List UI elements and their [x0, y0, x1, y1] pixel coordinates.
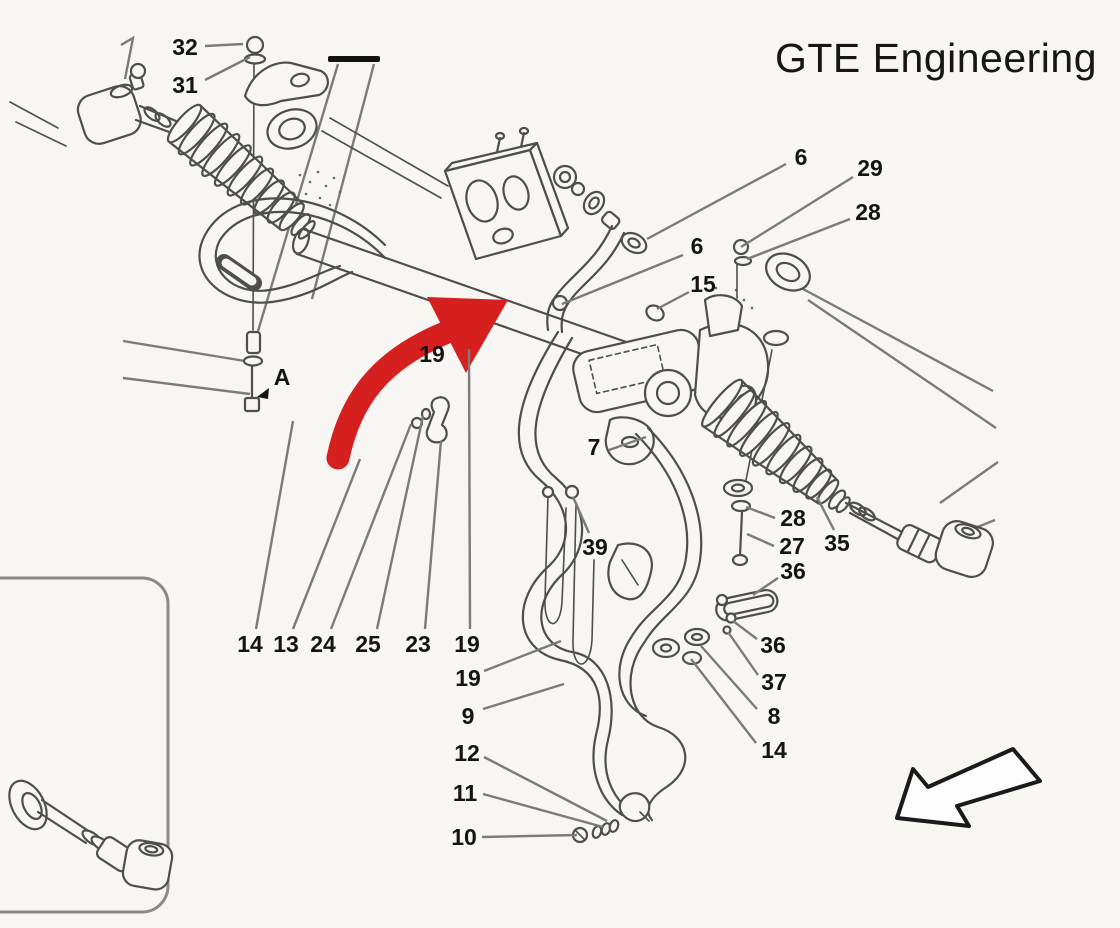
leader-line-27 — [746, 532, 775, 548]
callout-29: 29 — [857, 155, 883, 181]
stray-leader-lines — [120, 35, 999, 534]
leader-line-13 — [291, 458, 362, 630]
leader-line-36 — [732, 620, 758, 640]
callout-36: 36 — [780, 558, 806, 584]
leader-line-11 — [482, 792, 604, 829]
callout-28: 28 — [855, 199, 881, 225]
callout-19: 19 — [454, 631, 480, 657]
callout-12: 12 — [454, 740, 480, 766]
callout-25: 25 — [355, 631, 381, 657]
leader-line-39 — [571, 496, 591, 534]
brand-title: GTE Engineering — [775, 35, 1097, 81]
callout-19: 19 — [455, 665, 481, 691]
callout-19: 19 — [419, 341, 445, 367]
leader-line-29 — [740, 175, 854, 249]
leader-line-25 — [375, 415, 425, 630]
leader-line-9 — [482, 682, 565, 711]
leader-line-28 — [745, 505, 776, 520]
callout-37: 37 — [761, 669, 787, 695]
leader-line-14 — [254, 420, 295, 630]
callout-32: 32 — [172, 34, 198, 60]
leader-line-19 — [467, 348, 472, 630]
leader-line-7 — [608, 435, 647, 452]
callout-7: 7 — [588, 434, 601, 460]
leader-line-32 — [204, 42, 244, 48]
right-tie-rod — [844, 501, 994, 579]
callout-39: 39 — [582, 534, 608, 560]
upper-ball-pin — [732, 238, 811, 347]
inset-box — [0, 576, 174, 914]
leader-line-24 — [329, 423, 413, 630]
hose-loop — [198, 197, 387, 304]
stipple-left — [298, 170, 342, 207]
leader-line-31 — [204, 55, 251, 82]
leader-line-6 — [561, 253, 684, 306]
leader-line-8 — [700, 645, 758, 710]
leader-line-23 — [423, 440, 443, 630]
view-marker-arrowhead — [257, 388, 269, 399]
leader-line-10 — [481, 833, 578, 839]
red-highlight-arrow — [326, 297, 508, 470]
bottom-hardware — [571, 792, 651, 844]
left-tie-rod-end — [9, 62, 178, 147]
leader-line-19 — [483, 639, 562, 673]
view-marker-label: A — [274, 364, 291, 390]
callout-35: 35 — [824, 530, 850, 556]
rack-clamp — [410, 396, 450, 444]
hose-end-fittings — [651, 627, 711, 666]
lower-bolt-column — [722, 478, 754, 567]
callout-15: 15 — [690, 271, 716, 297]
callout-10: 10 — [451, 824, 477, 850]
callout-13: 13 — [273, 631, 299, 657]
callout-36: 36 — [760, 632, 786, 658]
callout-23: 23 — [405, 631, 431, 657]
leader-line-36 — [752, 577, 779, 596]
leader-line-14 — [690, 658, 757, 744]
leader-line-37 — [727, 631, 759, 676]
callout-31: 31 — [172, 72, 198, 98]
right-boot — [701, 378, 851, 514]
pipe-clamp — [715, 588, 779, 635]
hose-harness — [517, 330, 703, 822]
callout-11: 11 — [453, 780, 478, 806]
direction-arrow — [895, 747, 1042, 828]
leader-line-15 — [656, 290, 690, 311]
bushing-ring — [266, 108, 318, 150]
leader-line-28 — [746, 217, 851, 261]
callout-14: 14 — [237, 631, 263, 657]
callout-24: 24 — [310, 631, 336, 657]
bracket-bar — [328, 56, 380, 62]
callout-9: 9 — [462, 703, 475, 729]
callout-8: 8 — [768, 703, 781, 729]
leader-line-6 — [646, 162, 787, 241]
leader-line-12 — [483, 755, 608, 823]
mounting-bracket — [243, 61, 329, 107]
leader-line-35 — [815, 496, 836, 531]
valve-plate — [321, 117, 570, 261]
callout-27: 27 — [779, 533, 805, 559]
feed-pipe — [546, 224, 626, 334]
seal-stack — [551, 164, 665, 322]
inset-part — [8, 779, 174, 891]
callout-14: 14 — [761, 737, 787, 763]
callout-6: 6 — [691, 233, 704, 259]
callout-28: 28 — [780, 505, 806, 531]
callout-6: 6 — [795, 144, 808, 170]
